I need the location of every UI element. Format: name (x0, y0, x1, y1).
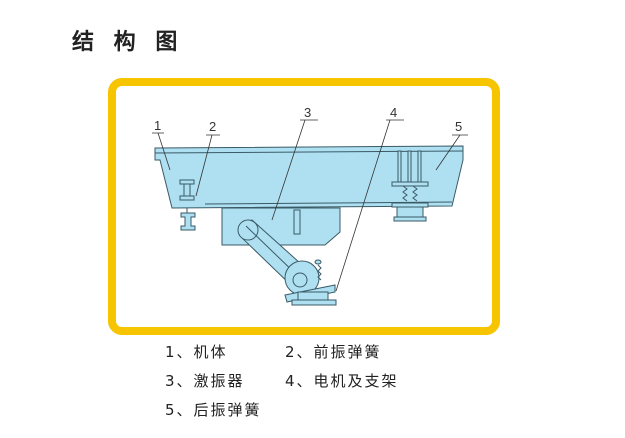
callout-2: 2 (209, 119, 216, 134)
front-spring-bracket (179, 179, 195, 185)
callout-5: 5 (455, 119, 462, 134)
callout-1: 1 (154, 118, 161, 133)
legend-item-3: 3、激振器 (165, 372, 245, 390)
legend-item-5: 5、后振弹簧 (165, 401, 262, 419)
front-spring-support (180, 212, 196, 231)
callout-4: 4 (390, 105, 397, 120)
legend-item-4: 4、电机及支架 (285, 372, 399, 390)
page-title: 结 构 图 (72, 30, 184, 55)
legend-item-2: 2、前振弹簧 (285, 343, 382, 361)
callout-3: 3 (304, 105, 311, 120)
legend-item-1: 1、机体 (165, 343, 228, 361)
rear-spring (391, 150, 429, 222)
machine-body (154, 145, 464, 209)
leader-lines (152, 119, 468, 292)
